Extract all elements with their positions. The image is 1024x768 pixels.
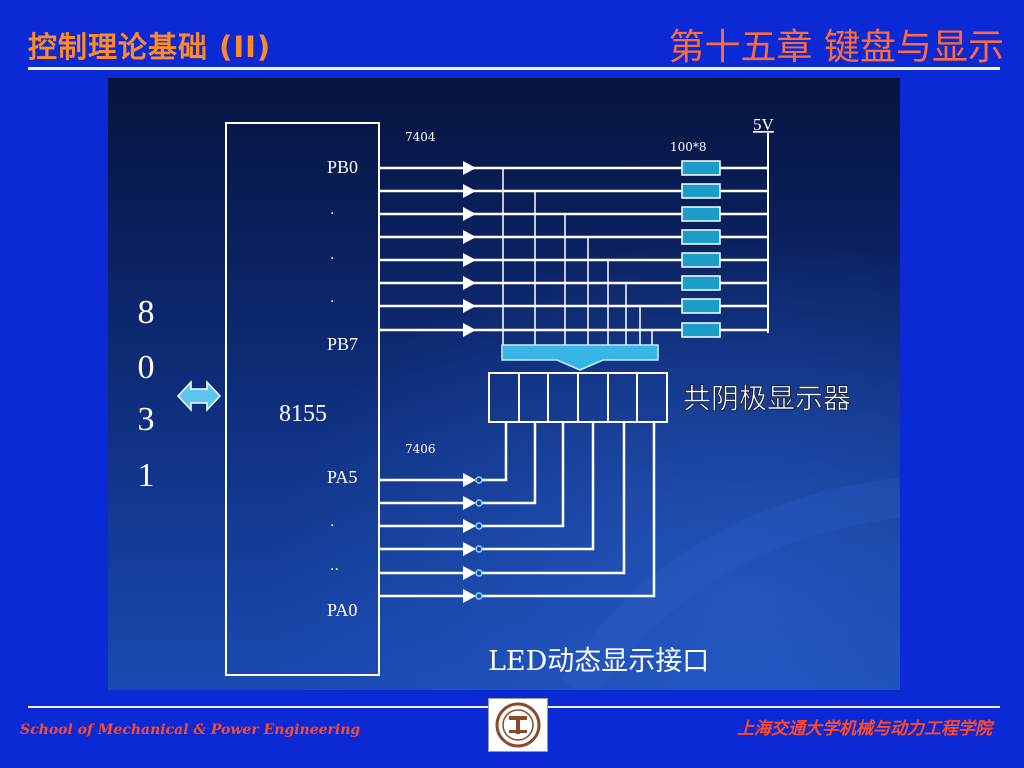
- port-a-dot: ·: [330, 518, 334, 534]
- chip-8155-box: [225, 122, 380, 676]
- resistor: [681, 252, 721, 268]
- inverter-bubble: [475, 592, 483, 600]
- school-name-chinese: 上海交通大学机械与动力工程学院: [737, 719, 992, 739]
- buffer-7404-label: 7404: [405, 130, 436, 144]
- display-digits: [488, 372, 668, 423]
- inverter-bubble: [475, 569, 483, 577]
- segment-taps: [502, 168, 653, 348]
- resistor: [681, 275, 721, 291]
- led-interface-diagram: 8 0 3 1 8155 PB0 · · · PB7 PA5 · ·· PA0 …: [108, 78, 900, 690]
- buffer-7406-gates: [463, 473, 483, 603]
- school-name-english: School of Mechanical & Power Engineering: [20, 722, 361, 738]
- port-b-dot: ·: [330, 294, 334, 310]
- buffer-gate-icon: [463, 519, 476, 533]
- diagram-panel: 8 0 3 1 8155 PB0 · · · PB7 PA5 · ·· PA0 …: [108, 78, 900, 690]
- port-b-dot: ·: [330, 251, 334, 267]
- display-label: 共阴极显示器: [683, 382, 851, 415]
- buffer-gate-icon: [463, 566, 476, 580]
- port-a-dot: ··: [330, 562, 339, 578]
- supply-label: 5V: [753, 115, 775, 134]
- resistor-label: 100*8: [670, 140, 707, 154]
- buffer-gate-icon: [463, 253, 476, 267]
- inverter-bubble: [475, 545, 483, 553]
- buffer-7404-gates: [463, 161, 476, 337]
- top-divider: [28, 67, 1000, 70]
- buffer-gate-icon: [463, 542, 476, 556]
- port-b-last-label: PB7: [327, 334, 358, 354]
- inverter-bubble: [475, 522, 483, 530]
- port-a-first-label: PA5: [327, 467, 357, 487]
- buffer-gate-icon: [463, 299, 476, 313]
- digit-select-line: [482, 422, 508, 482]
- buffer-gate-icon: [463, 589, 476, 603]
- buffer-7406-label: 7406: [405, 442, 436, 456]
- digit-select-line: [482, 422, 595, 551]
- port-b-first-label: PB0: [327, 157, 358, 177]
- cpu-label-digit: 1: [138, 457, 155, 494]
- resistor: [681, 322, 721, 338]
- port-a-lines: [379, 422, 656, 598]
- resistor: [681, 298, 721, 314]
- buffer-gate-icon: [463, 323, 476, 337]
- buffer-gate-icon: [463, 496, 476, 510]
- resistor: [681, 160, 721, 176]
- cpu-label-digit: 8: [138, 294, 155, 331]
- digit-select-line: [482, 422, 537, 505]
- course-title: 控制理论基础 (II): [28, 30, 272, 64]
- inverter-bubble: [475, 476, 483, 484]
- inverter-bubble: [475, 499, 483, 507]
- chapter-title: 第十五章 键盘与显示: [668, 27, 1004, 68]
- segment-bus-arrow-icon: [501, 344, 659, 371]
- university-seal-icon: [495, 702, 541, 748]
- buffer-gate-icon: [463, 473, 476, 487]
- buffer-gate-icon: [463, 184, 476, 198]
- resistor-array: [681, 160, 721, 338]
- resistor: [681, 206, 721, 222]
- digit-select-line: [482, 422, 626, 575]
- background-swirl: [561, 478, 900, 690]
- port-b-dot: ·: [330, 206, 334, 222]
- buffer-gate-icon: [463, 230, 476, 244]
- cpu-label-digit: 0: [138, 349, 155, 386]
- port-a-last-label: PA0: [327, 600, 357, 620]
- cpu-label-digit: 3: [138, 401, 155, 438]
- resistor: [681, 229, 721, 245]
- digit-select-line: [482, 422, 565, 528]
- digit-select-line: [482, 422, 656, 598]
- university-logo: [488, 698, 548, 752]
- resistor: [681, 183, 721, 199]
- diagram-caption: LED动态显示接口: [488, 646, 709, 677]
- chip-label: 8155: [279, 401, 327, 427]
- buffer-gate-icon: [463, 207, 476, 221]
- buffer-gate-icon: [463, 161, 476, 175]
- bidirectional-arrow-icon: [176, 380, 222, 412]
- buffer-gate-icon: [463, 276, 476, 290]
